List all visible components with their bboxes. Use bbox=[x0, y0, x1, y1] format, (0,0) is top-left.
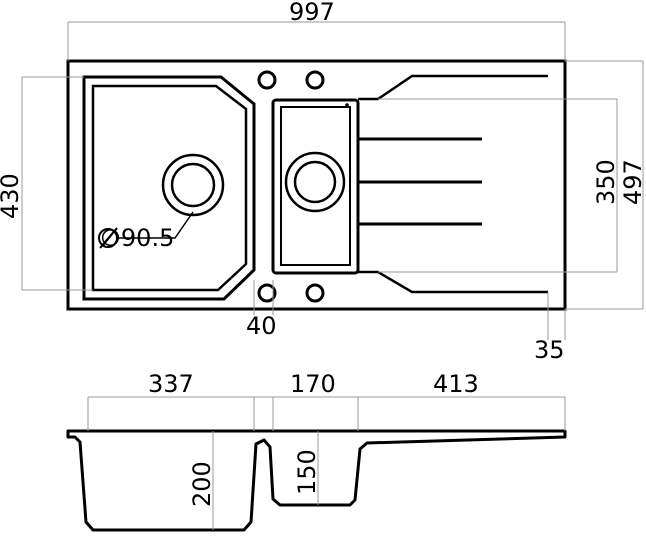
label-main-bowl-depth: 430 bbox=[0, 173, 24, 219]
main-waste-inner bbox=[170, 162, 216, 208]
label-drainer-width: 413 bbox=[433, 370, 479, 398]
sink-outline bbox=[66, 59, 567, 311]
section-view bbox=[66, 396, 567, 532]
small-waste-inner bbox=[293, 160, 337, 204]
small-bowl-dot bbox=[345, 103, 349, 107]
small-waste-outer bbox=[284, 151, 346, 213]
main-waste-outer bbox=[161, 153, 225, 217]
plan-view bbox=[21, 21, 644, 340]
label-drainer-offset: 35 bbox=[534, 336, 565, 364]
label-small-bowl-height: 150 bbox=[293, 449, 321, 495]
label-waste-diameter: ∅90.5 bbox=[100, 224, 174, 252]
diameter-symbol-circle bbox=[98, 228, 118, 248]
label-main-bowl-height: 200 bbox=[188, 461, 216, 507]
sink-section-profile bbox=[66, 429, 567, 532]
drainer-bottom-edge bbox=[358, 270, 548, 294]
tap-hole-bottom-right bbox=[305, 283, 325, 303]
label-small-bowl-depth: 350 bbox=[592, 159, 620, 205]
small-bowl-outer bbox=[271, 98, 360, 275]
small-bowl-inner bbox=[280, 106, 351, 266]
label-overall-depth: 497 bbox=[619, 159, 646, 205]
tap-hole-bottom-left bbox=[257, 283, 277, 303]
main-bowl-outer bbox=[82, 75, 256, 301]
label-overall-width: 997 bbox=[289, 0, 335, 26]
label-tap-hole-offset: 40 bbox=[246, 312, 277, 340]
drainer-top-edge bbox=[358, 74, 548, 101]
tap-hole-top-left bbox=[257, 70, 277, 90]
diameter-leader bbox=[118, 211, 194, 239]
diameter-symbol-slash bbox=[99, 227, 118, 249]
label-main-bowl-width: 337 bbox=[148, 370, 194, 398]
label-small-bowl-width: 170 bbox=[290, 370, 336, 398]
dimension-labels: 997 430 350 497 ∅90.5 40 35 337 170 413 … bbox=[0, 0, 646, 507]
tap-hole-top-right bbox=[305, 70, 325, 90]
